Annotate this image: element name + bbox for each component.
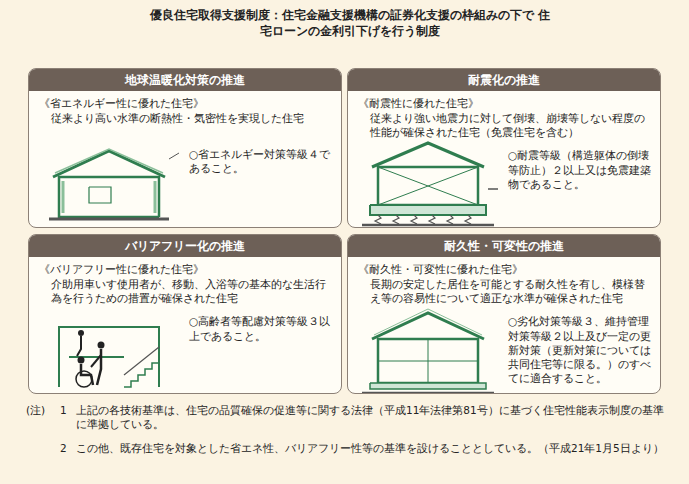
drawing-stroke (124, 363, 159, 387)
drawing-stroke (465, 215, 471, 224)
drawing-stroke (378, 167, 478, 205)
panel-description: 長期の安定した居住を可能とする耐久性を有し、模様替え等の容易性について適正な水準… (370, 277, 648, 305)
panel-subheading: 《省エネルギー性に優れた住宅》 (39, 96, 204, 110)
panel-subheading: 《耐久性・可変性に優れた住宅》 (358, 262, 523, 276)
drawing-stroke (370, 205, 486, 215)
drawing-stroke (370, 383, 486, 389)
drawing-stroke (59, 327, 159, 387)
drawing-stroke (89, 187, 111, 203)
title: 優良住宅取得支援制度：住宅金融支援機構の証券化支援の枠組みの下で 住宅ローンの金… (150, 8, 550, 39)
drawing-stroke (411, 215, 417, 224)
person-symbol (78, 357, 85, 364)
drawing-stroke (378, 167, 478, 205)
drawing-stroke (69, 356, 124, 358)
panel-heading: 耐久性・可変性の推進 (348, 235, 660, 257)
note-text: 2 (60, 441, 72, 455)
drawing-stroke (488, 188, 498, 190)
condition-text: ○劣化対策等級３、維持管理対策等級２以上及び一定の更新対策（更新対策については共… (508, 314, 654, 385)
drawing-stroke (77, 336, 81, 356)
note-text: 上記の各技術基準は、住宅の品質確保の促進等に関する法律（平成11年法律第81号）… (76, 403, 666, 431)
category-panel: 耐久性・可変性の推進《耐久性・可変性に優れた住宅》長期の安定した居住を可能とする… (347, 234, 661, 394)
drawing-stroke (62, 181, 65, 213)
drawing-stroke (393, 215, 399, 224)
drawing-stroke (372, 313, 484, 339)
drawing-stroke (378, 361, 478, 362)
drawing-stroke (97, 349, 101, 385)
house-illustration (348, 69, 660, 227)
note-text: この他、既存住宅を対象とした省エネ性、バリアフリー性等の基準を設けることとしてい… (76, 441, 666, 455)
drawing-stroke (429, 215, 435, 224)
drawing-stroke (362, 392, 494, 393)
drawing-stroke (55, 149, 163, 173)
drawing-stroke (372, 143, 484, 167)
panel-heading: 地球温暖化対策の推進 (29, 69, 341, 91)
drawing-stroke (124, 347, 159, 375)
panel-description: 介助用車いす使用者が、移動、入浴等の基本的な生活行為を行うための措置が確保された… (51, 277, 329, 305)
person-symbol (78, 330, 84, 336)
panel-heading: 耐震化の推進 (348, 69, 660, 91)
panel-subheading: 《バリアフリー性に優れた住宅》 (39, 262, 204, 276)
drawing-stroke (447, 215, 453, 224)
panel-subheading: 《耐震性に優れた住宅》 (358, 96, 479, 110)
drawing-stroke (169, 153, 179, 159)
panel-description: 従来より高い水準の断熱性・気密性を実現した住宅 (51, 111, 329, 125)
category-panel: 耐震化の推進《耐震性に優れた住宅》従来より強い地震力に対して倒壊、崩壊等しない程… (347, 68, 661, 228)
drawing-stroke (375, 215, 381, 224)
wheelchair-symbol (76, 371, 92, 387)
drawing-stroke (378, 339, 478, 383)
drawing-stroke (49, 218, 169, 221)
drawing-stroke (374, 309, 482, 335)
drawing-stroke (154, 181, 157, 213)
condition-text: ○耐震等級（構造躯体の倒壊等防止）２以上又は免震建築物であること。 (508, 148, 654, 191)
condition-text: ○省エネルギー対策等級４であること。 (189, 147, 335, 175)
panel-heading: バリアフリー化の推進 (29, 235, 341, 257)
panel-description: 従来より強い地震力に対して倒壊、崩壊等しない程度の性能が確保された住宅（免震住宅… (370, 111, 648, 139)
category-panel: バリアフリー化の推進《バリアフリー性に優れた住宅》介助用車いす使用者が、移動、入… (28, 234, 342, 394)
person-symbol (98, 342, 105, 349)
category-panel: 地球温暖化対策の推進《省エネルギー性に優れた住宅》従来より高い水準の断熱性・気密… (28, 68, 342, 228)
condition-text: ○高齢者等配慮対策等級３以上であること。 (189, 314, 335, 342)
drawing-stroke (53, 151, 165, 177)
drawing-stroke (362, 224, 494, 227)
house-illustration (29, 235, 341, 393)
note-text: 1 (60, 403, 72, 417)
drawing-stroke (378, 167, 478, 205)
drawing-stroke (91, 355, 101, 367)
drawing-stroke (59, 177, 159, 217)
